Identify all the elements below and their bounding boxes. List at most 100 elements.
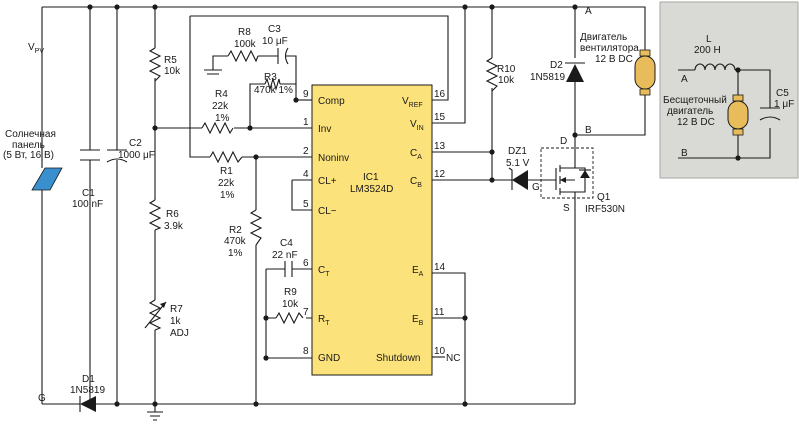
r5-value: 10k <box>164 66 181 77</box>
vpv-label: VPV <box>28 42 44 55</box>
r8-name: R8 <box>238 27 251 38</box>
pin-num-9: 9 <box>303 89 309 100</box>
pin-num-7: 7 <box>303 307 309 318</box>
pin-rt-label: RT <box>318 314 330 327</box>
wires <box>41 6 771 405</box>
inset-motor-label-2: двигатель <box>667 106 713 117</box>
r3-value: 470k 1% <box>254 85 293 96</box>
r10-name: R10 <box>497 64 516 75</box>
r2-tolerance: 1% <box>228 248 243 259</box>
c1-capacitor <box>80 149 100 161</box>
r7-adj: ADJ <box>170 328 189 339</box>
dz1-name: DZ1 <box>508 146 527 157</box>
inset-l-name: L <box>706 34 712 45</box>
d1-value: 1N5819 <box>70 385 105 396</box>
pin-vin-label: VIN <box>410 119 424 132</box>
solar-label-1: Солнечная <box>5 129 56 140</box>
ic1-body <box>311 84 433 376</box>
ic1-name: IC1 <box>363 172 379 183</box>
r8-value: 100k <box>234 39 257 50</box>
fan-label-1: Двигатель <box>580 32 627 43</box>
c2-value: 1000 μF <box>118 150 155 161</box>
inset-c5-capacitor <box>759 107 781 121</box>
r4-value: 22k <box>212 101 229 112</box>
d2-diode <box>565 62 585 82</box>
node-b-label: B <box>585 125 592 136</box>
r4-resistor <box>201 121 234 135</box>
q1-g-label: G <box>532 182 540 193</box>
pin-num-1: 1 <box>303 117 309 128</box>
r8-resistor <box>227 49 259 63</box>
c2-name: C2 <box>129 138 142 149</box>
pin-clp-label: CL+ <box>318 176 337 187</box>
r10-value: 10k <box>498 75 515 86</box>
r6-name: R6 <box>166 209 179 220</box>
inset-a-label: A <box>681 74 688 85</box>
r1-name: R1 <box>220 166 233 177</box>
r6-resistor <box>148 199 162 231</box>
pin-num-4: 4 <box>303 169 309 180</box>
pin-gnd-label: GND <box>318 353 340 364</box>
d2-name: D2 <box>550 60 563 71</box>
r9-value: 10k <box>282 299 299 310</box>
inset-panel <box>659 1 799 179</box>
d1-name: D1 <box>82 374 95 385</box>
ic1-part: LM3524D <box>350 184 393 195</box>
q1-d-label: D <box>560 136 567 147</box>
pin-num-10: 10 <box>434 346 446 357</box>
fan-label-2: вентилятора <box>580 43 639 54</box>
node-g-label: G <box>38 393 46 404</box>
r7-name: R7 <box>170 304 183 315</box>
pin-num-15: 15 <box>434 112 446 123</box>
r3-resistor <box>264 77 281 91</box>
r7-potentiometer <box>144 299 167 331</box>
r5-name: R5 <box>164 55 177 66</box>
d1-diode <box>79 396 96 412</box>
ground-icon <box>147 404 163 421</box>
c1-value: 100 nF <box>72 199 103 210</box>
r5-resistor <box>148 47 162 82</box>
pin-num-11: 11 <box>434 307 445 318</box>
c4-capacitor <box>284 261 293 277</box>
solar-label-3: (5 Вт, 16 В) <box>3 150 54 161</box>
r1-resistor <box>209 150 243 164</box>
q1-value: IRF530N <box>585 204 625 215</box>
q1-s-label: S <box>563 203 570 214</box>
r6-value: 3.9k <box>164 221 184 232</box>
inset-c5-name: C5 <box>776 88 789 99</box>
pin-ea-label: EA <box>412 265 424 278</box>
r2-resistor <box>249 209 263 246</box>
c1-name: C1 <box>82 188 95 199</box>
pin-noninv-label: Noninv <box>318 153 349 164</box>
pin-num-13: 13 <box>434 141 446 152</box>
c3-value: 10 μF <box>262 36 288 47</box>
pin-num-16: 16 <box>434 89 446 100</box>
r1-tolerance: 1% <box>220 190 235 201</box>
c4-name: C4 <box>280 238 293 249</box>
r1-value: 22k <box>218 178 235 189</box>
r2-value: 470k <box>224 236 247 247</box>
pin-num-8: 8 <box>303 346 309 357</box>
fan-motor-icon <box>634 49 656 96</box>
pin-num-5: 5 <box>303 199 309 210</box>
pin-eb-label: EB <box>412 314 424 327</box>
pin-comp-label: Comp <box>318 96 345 107</box>
nc-label: NC <box>446 353 460 364</box>
pin-ct-label: CT <box>318 265 330 278</box>
c4-value: 22 nF <box>272 250 298 261</box>
d2-value: 1N5819 <box>530 72 565 83</box>
pin-clm-label: CL− <box>318 206 337 217</box>
inset-motor-label-3: 12 В DC <box>677 117 715 128</box>
r3-name: R3 <box>264 72 277 83</box>
pin-inv-label: Inv <box>318 124 331 135</box>
inset-motor-icon <box>727 94 749 136</box>
c3-name: C3 <box>268 24 281 35</box>
inset-c5-value: 1 μF <box>774 99 794 110</box>
pin-shutdown-label: Shutdown <box>376 353 420 364</box>
pin-cb-label: CB <box>410 176 422 189</box>
c3-capacitor <box>277 47 289 65</box>
dz1-zener-diode <box>508 167 528 190</box>
pin-ca-label: CA <box>410 148 422 161</box>
pin-num-12: 12 <box>434 169 446 180</box>
